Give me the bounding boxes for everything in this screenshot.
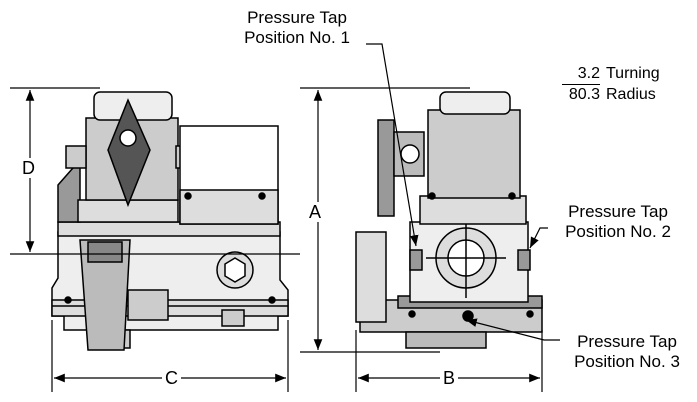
turning-radius-note: 3.2 Turning 80.3 Radius: [562, 64, 660, 104]
dimension-d-label: D: [19, 158, 38, 178]
callout-leaders: [366, 43, 560, 341]
tap2-line2: Position No. 2: [565, 222, 671, 241]
pressure-tap-2-label: Pressure Tap Position No. 2: [548, 202, 688, 242]
tap2-line1: Pressure Tap: [568, 202, 668, 221]
turning-radius-numerator: 3.2: [562, 64, 600, 85]
dimension-a-label: A: [306, 202, 325, 222]
turning-radius-numerator-label: Turning: [606, 65, 660, 82]
turning-radius-denominator: 80.3: [568, 86, 600, 103]
turning-radius-denominator-label: Radius: [606, 86, 656, 103]
dimension-c-label: C: [162, 368, 181, 388]
tap3-line1: Pressure Tap: [577, 332, 677, 351]
tap3-line2: Position No. 3: [574, 352, 680, 371]
front-view: [355, 91, 543, 349]
tap1-line1: Pressure Tap: [247, 8, 347, 27]
tap1-line2: Position No. 1: [244, 28, 350, 47]
pressure-tap-1-label: Pressure Tap Position No. 1: [212, 8, 382, 48]
pressure-tap-3-label: Pressure Tap Position No. 3: [560, 332, 694, 372]
side-view: [51, 91, 289, 351]
dimension-b-label: B: [440, 368, 459, 388]
